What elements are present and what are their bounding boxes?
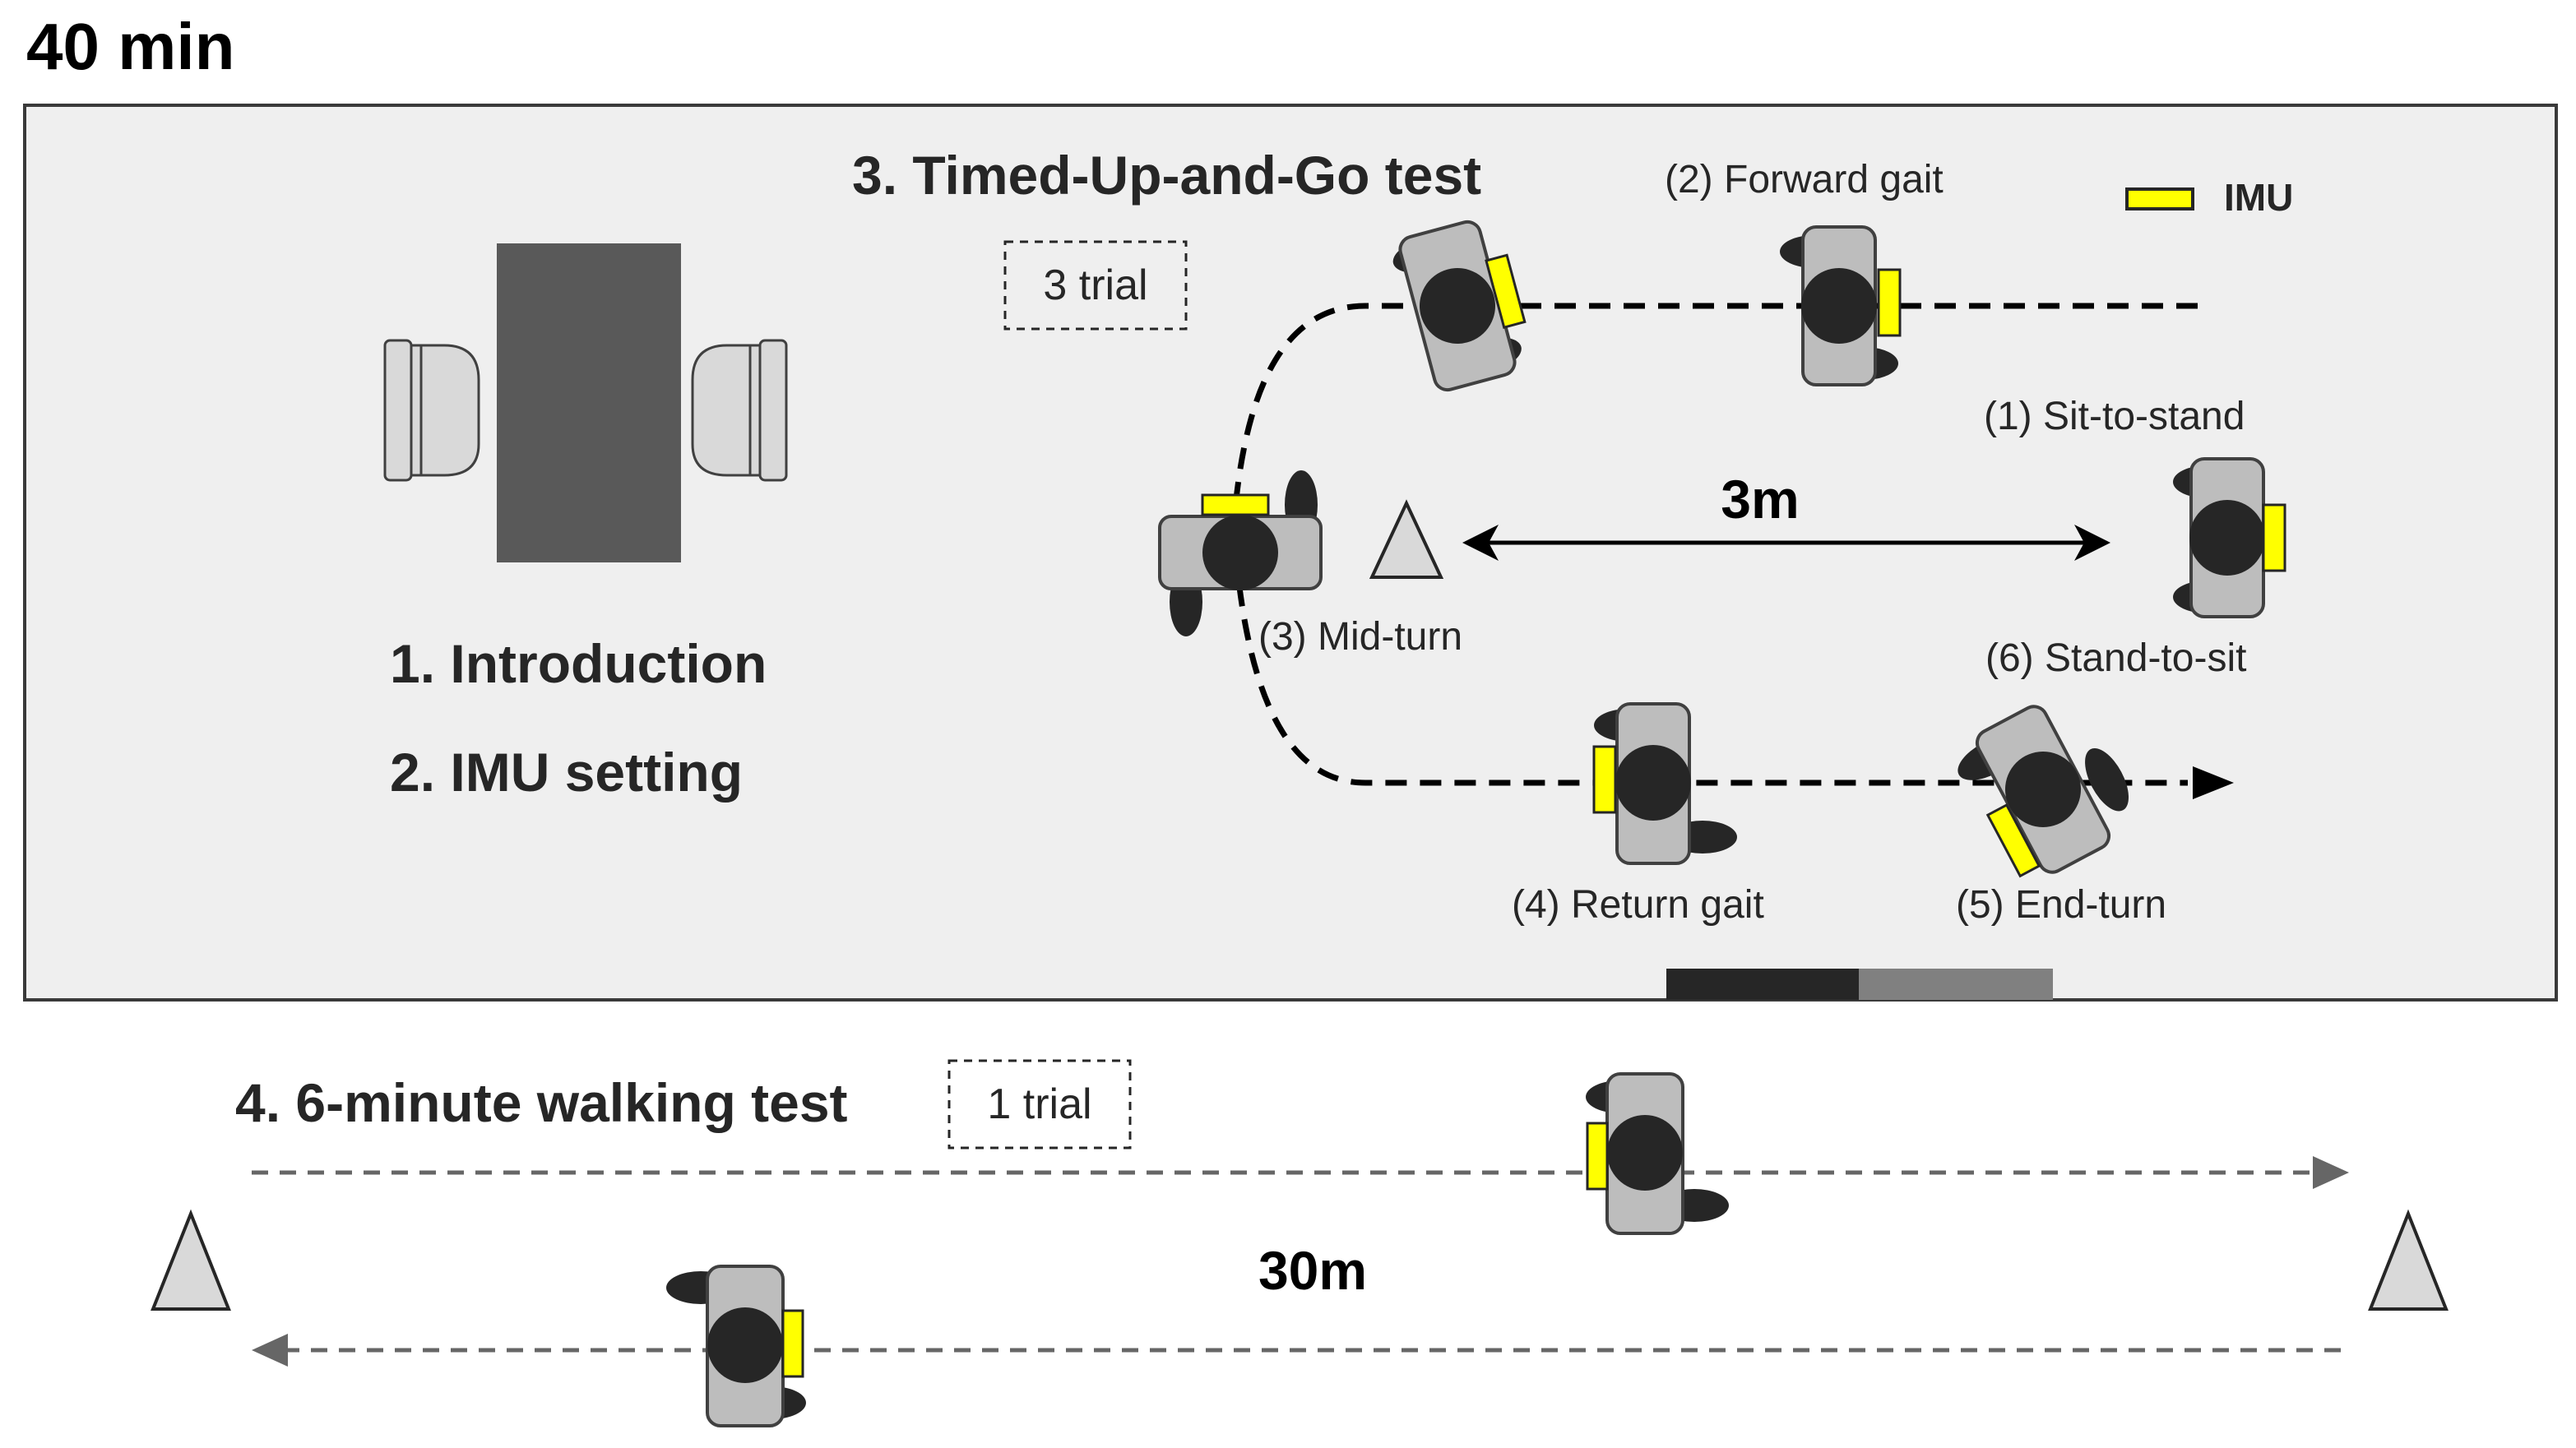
walk6-right-cone-icon — [2368, 1209, 2449, 1311]
phase-end-turn: (5) End-turn — [1956, 883, 2166, 927]
walker-6mwt-return — [666, 1265, 806, 1427]
right-chair — [691, 339, 788, 482]
walk6-return-arrow — [252, 1334, 2341, 1367]
step-imu-setting: 2. IMU setting — [390, 742, 743, 803]
imu-legend-swatch — [2125, 187, 2194, 210]
walk6-distance-label: 30m — [1258, 1240, 1367, 1301]
imu-sensor — [1877, 268, 1902, 337]
walker-sit-to-stand — [2173, 457, 2286, 618]
timeline-bar-dark — [1666, 969, 1859, 1000]
imu-sensor — [781, 1309, 804, 1378]
imu-legend: IMU — [2125, 176, 2293, 219]
imu-sensor — [1485, 253, 1527, 330]
imu-sensor — [1586, 1122, 1609, 1191]
walk6-left-cone-icon — [151, 1209, 231, 1311]
walker-6mwt-outbound — [1586, 1072, 1729, 1235]
table-with-chairs-illustration — [383, 243, 788, 562]
phase-forward-gait: (2) Forward gait — [1665, 158, 1944, 201]
timeline-bar-mid — [1859, 969, 2053, 1000]
phase-return-gait: (4) Return gait — [1512, 883, 1764, 927]
imu-sensor — [1985, 803, 2041, 878]
tug-cone-icon — [1369, 499, 1444, 579]
walker-forward-gait-2 — [1780, 225, 1902, 386]
table — [497, 243, 681, 562]
walker-return-gait — [1592, 702, 1737, 865]
walk6-trials-box: 1 trial — [947, 1059, 1132, 1150]
imu-sensor — [2262, 503, 2286, 572]
tug-trials-box: 3 trial — [1003, 240, 1188, 331]
imu-sensor — [1201, 493, 1270, 516]
phase-mid-turn: (3) Mid-turn — [1258, 615, 1462, 659]
walker-end-turn — [1957, 705, 2129, 878]
step-introduction: 1. Introduction — [390, 633, 767, 694]
left-chair — [383, 339, 480, 482]
walker-forward-gait-1 — [1392, 220, 1527, 392]
duration-label: 40 min — [26, 10, 234, 83]
tug-distance-label: 3m — [1721, 469, 1799, 530]
phase-stand-to-sit: (6) Stand-to-sit — [1985, 636, 2246, 680]
tug-path-arrowhead — [2193, 766, 2234, 799]
imu-legend-label: IMU — [2224, 176, 2293, 219]
tug-title: 3. Timed-Up-and-Go test — [852, 145, 1481, 206]
walk6-trials-label: 1 trial — [987, 1080, 1091, 1128]
walk6-outbound-arrow — [252, 1156, 2349, 1189]
walker-mid-turn — [1158, 470, 1323, 636]
tug-trials-label: 3 trial — [1043, 261, 1147, 309]
phase-sit-to-stand: (1) Sit-to-stand — [1984, 395, 2245, 438]
imu-sensor — [1592, 745, 1617, 814]
tug-distance-arrow — [1462, 525, 2110, 561]
walk6-title: 4. 6-minute walking test — [235, 1072, 848, 1133]
